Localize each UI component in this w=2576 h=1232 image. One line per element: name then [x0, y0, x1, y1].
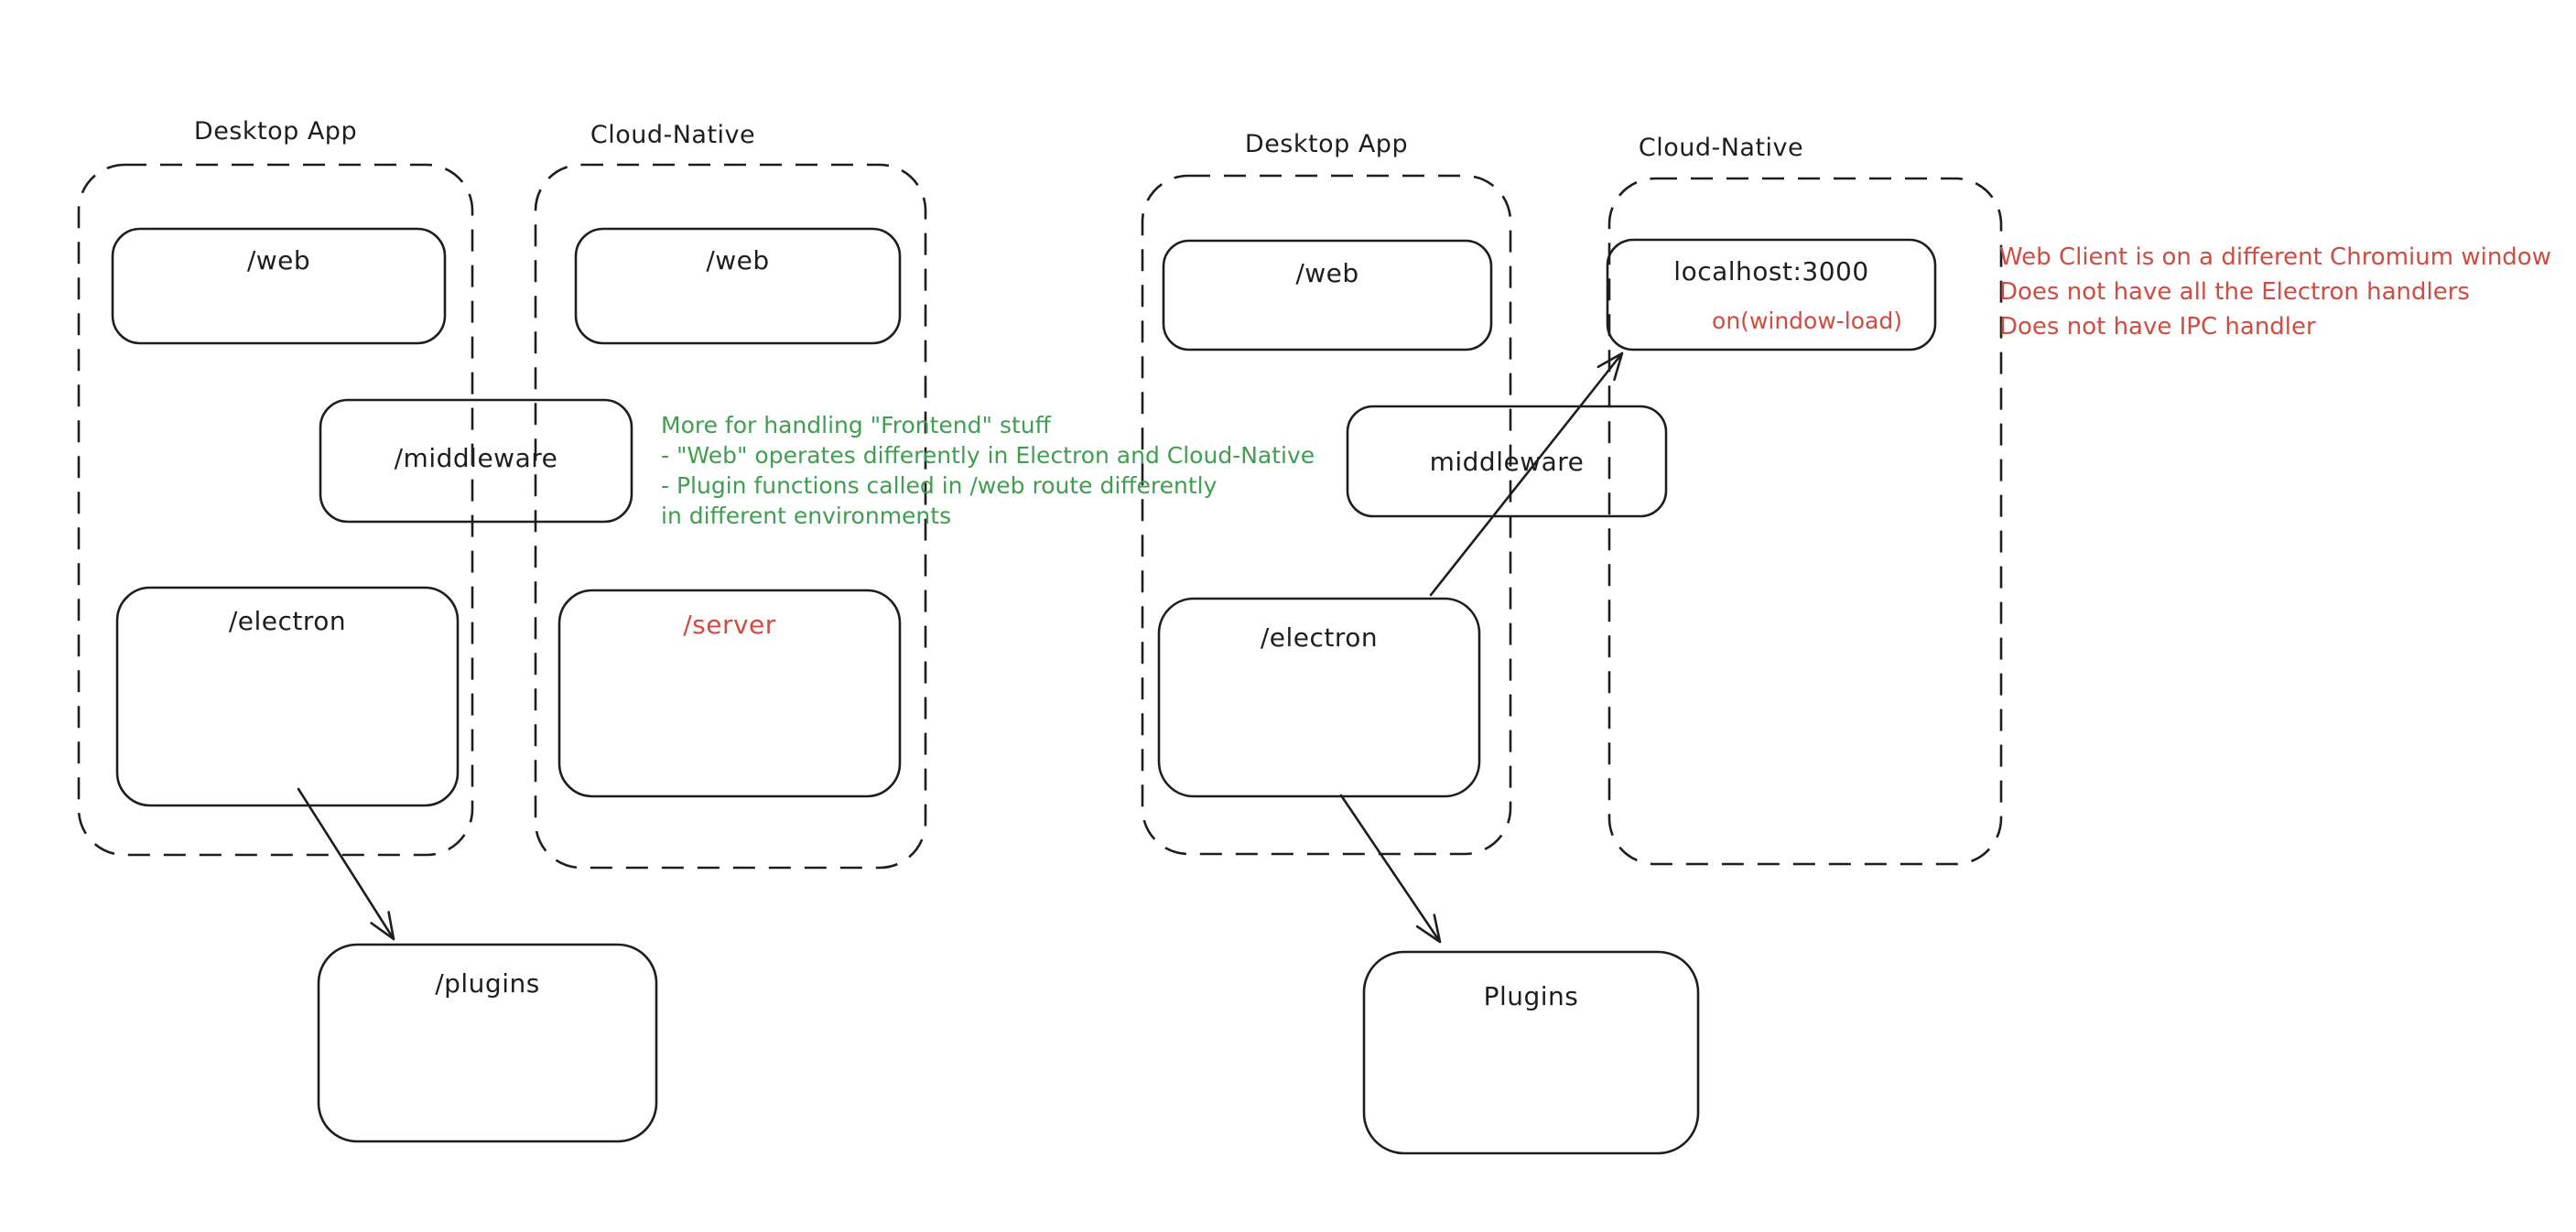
left-green-note: More for handling "Frontend" stuff - "We… — [661, 410, 1315, 531]
left-web-cloud-box — [574, 227, 902, 345]
left-web-desktop-box — [111, 227, 447, 345]
right-localhost-event-label: on(window-load) — [1712, 308, 1902, 334]
note-line: - "Web" operates differently in Electron… — [661, 442, 1315, 469]
right-plugins-box — [1362, 950, 1700, 1155]
right-desktop-app-container — [1141, 174, 1512, 856]
right-web-box — [1162, 239, 1493, 351]
left-web-desktop-label: /web — [246, 245, 311, 276]
left-middleware-box — [319, 398, 633, 524]
left-cloud-native-container — [534, 163, 927, 870]
right-middleware-box — [1346, 405, 1668, 518]
left-electron-box — [115, 586, 460, 807]
left-web-cloud-label: /web — [706, 245, 770, 276]
right-plugins-label: Plugins — [1483, 981, 1579, 1011]
arrow-electron-to-localhost — [1429, 351, 1624, 597]
left-desktop-app-container — [77, 163, 474, 857]
arrow-electron-to-plugins-right — [1339, 794, 1442, 944]
left-electron-label: /electron — [228, 606, 347, 636]
left-server-label: /server — [683, 610, 776, 640]
left-cloud-native-label: Cloud-Native — [590, 121, 756, 149]
note-line: in different environments — [661, 503, 952, 529]
right-electron-label: /electron — [1260, 622, 1379, 653]
note-line: Web Client is on a different Chromium wi… — [1999, 243, 2551, 271]
left-middleware-label: /middleware — [394, 443, 558, 473]
left-plugins-label: /plugins — [435, 968, 540, 999]
right-red-note: Web Client is on a different Chromium wi… — [1999, 240, 2551, 344]
right-desktop-app-label: Desktop App — [1244, 130, 1409, 158]
right-cloud-native-label: Cloud-Native — [1638, 134, 1804, 162]
note-line: Does not have all the Electron handlers — [1999, 278, 2470, 306]
right-cloud-native-container — [1607, 177, 2003, 866]
note-line: - Plugin functions called in /web route … — [661, 472, 1218, 499]
left-desktop-app-label: Desktop App — [193, 117, 358, 146]
left-plugins-box — [317, 943, 658, 1143]
arrow-electron-to-plugins-left — [297, 787, 395, 941]
right-electron-box — [1157, 597, 1481, 798]
note-line: More for handling "Frontend" stuff — [661, 412, 1051, 438]
right-localhost-box — [1606, 238, 1937, 351]
note-line: Does not have IPC handler — [1999, 313, 2316, 340]
right-middleware-label: middleware — [1429, 447, 1585, 477]
left-server-box — [557, 589, 902, 798]
right-web-label: /web — [1295, 258, 1359, 288]
right-localhost-label: localhost:3000 — [1673, 256, 1869, 286]
